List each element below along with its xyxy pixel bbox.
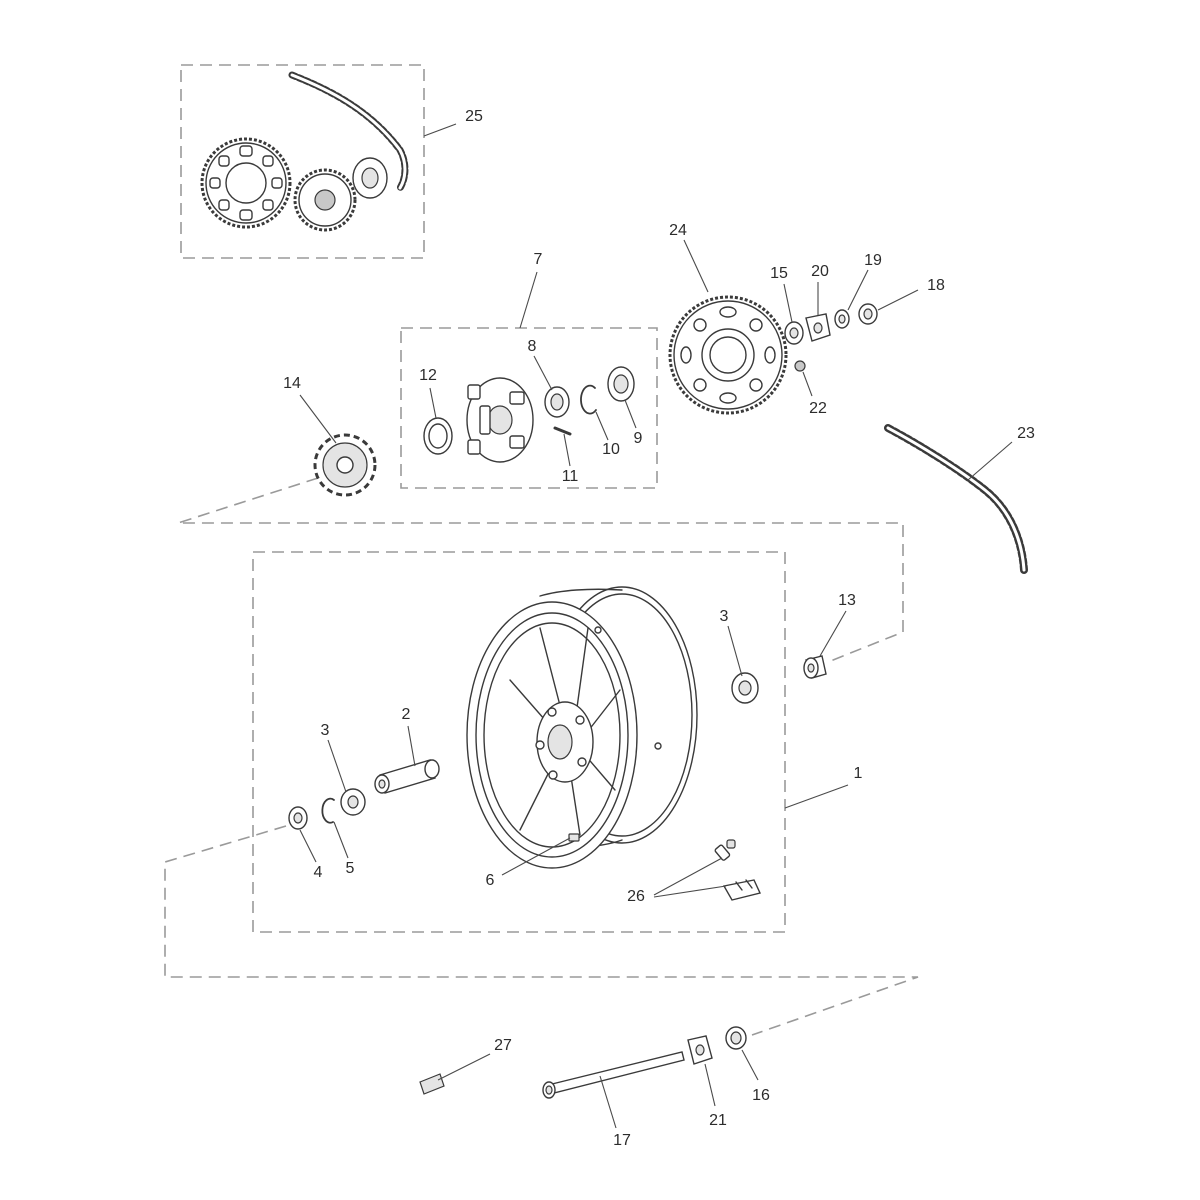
rear-sprocket-part (668, 295, 788, 415)
callout-labels: 1 2 3 3 4 5 6 7 8 9 10 11 12 13 14 15 16… (283, 108, 1035, 1149)
valve-part (714, 839, 761, 901)
cush-drive-hub-part (423, 366, 635, 463)
callout-23: 23 (1017, 425, 1035, 442)
circlip-part (580, 384, 597, 415)
callout-4: 4 (314, 864, 323, 881)
callout-3-right: 3 (720, 608, 729, 625)
sprocket-washer-kit (352, 157, 388, 199)
callout-16: 16 (752, 1087, 770, 1104)
adjuster-part-21 (687, 1035, 713, 1065)
callout-2: 2 (402, 706, 411, 723)
sprocket-fixings (784, 303, 878, 372)
nut-part-18 (858, 303, 878, 325)
dashed-outline-lower (164, 825, 919, 1036)
wheel-bearing-right-part (731, 672, 759, 704)
chain-part (884, 424, 1028, 574)
adjuster-part-20 (805, 313, 831, 342)
wheel-seal-part (288, 806, 308, 830)
washer-part-19 (834, 309, 850, 329)
callout-25: 25 (465, 108, 483, 125)
callout-3-left: 3 (321, 722, 330, 739)
callout-27: 27 (494, 1037, 512, 1054)
front-sprocket-kit (293, 168, 357, 232)
wheel-bearing-left-part (340, 788, 366, 816)
spacer-part-16 (725, 1026, 747, 1050)
callout-18: 18 (927, 277, 945, 294)
wheel-circlip-part (321, 797, 335, 824)
wheel-spacer-part (374, 759, 440, 794)
rear-sprocket-kit (200, 137, 292, 229)
clip-part-27 (419, 1073, 445, 1095)
callout-7: 7 (534, 251, 543, 268)
callout-15: 15 (770, 265, 788, 282)
callout-26: 26 (627, 888, 645, 905)
callout-1: 1 (854, 765, 863, 782)
seal-part (607, 366, 635, 402)
drive-kit-part (200, 71, 409, 232)
cush-rubbers-part (313, 433, 377, 497)
spacer-part-13 (803, 655, 827, 679)
leader-lines (299, 123, 1013, 1129)
callout-5: 5 (346, 860, 355, 877)
group-boxes (164, 64, 919, 1036)
group-box-cush-drive (400, 327, 658, 489)
callout-22: 22 (809, 400, 827, 417)
callout-11: 11 (562, 468, 579, 485)
callout-9: 9 (634, 430, 643, 447)
nut-part-22 (794, 360, 806, 372)
callout-13: 13 (838, 592, 856, 609)
callout-21: 21 (709, 1112, 727, 1129)
callout-19: 19 (864, 252, 882, 269)
group-box-wheel (252, 551, 786, 933)
hub-bearing-part (544, 386, 570, 418)
callout-20: 20 (811, 263, 829, 280)
callout-8: 8 (528, 338, 537, 355)
callout-6: 6 (486, 872, 495, 889)
callout-10: 10 (602, 441, 620, 458)
callout-24: 24 (669, 222, 687, 239)
group-box-drive-kit (180, 64, 425, 259)
spacer-part-15 (784, 321, 804, 345)
drive-chain-kit (288, 71, 409, 192)
callout-14: 14 (283, 375, 301, 392)
wheel-part (466, 586, 698, 869)
pin-part (553, 426, 572, 436)
dashed-outline-upper (177, 477, 904, 663)
axle-part (542, 1051, 685, 1099)
callout-17: 17 (613, 1132, 631, 1149)
callout-12: 12 (419, 367, 437, 384)
